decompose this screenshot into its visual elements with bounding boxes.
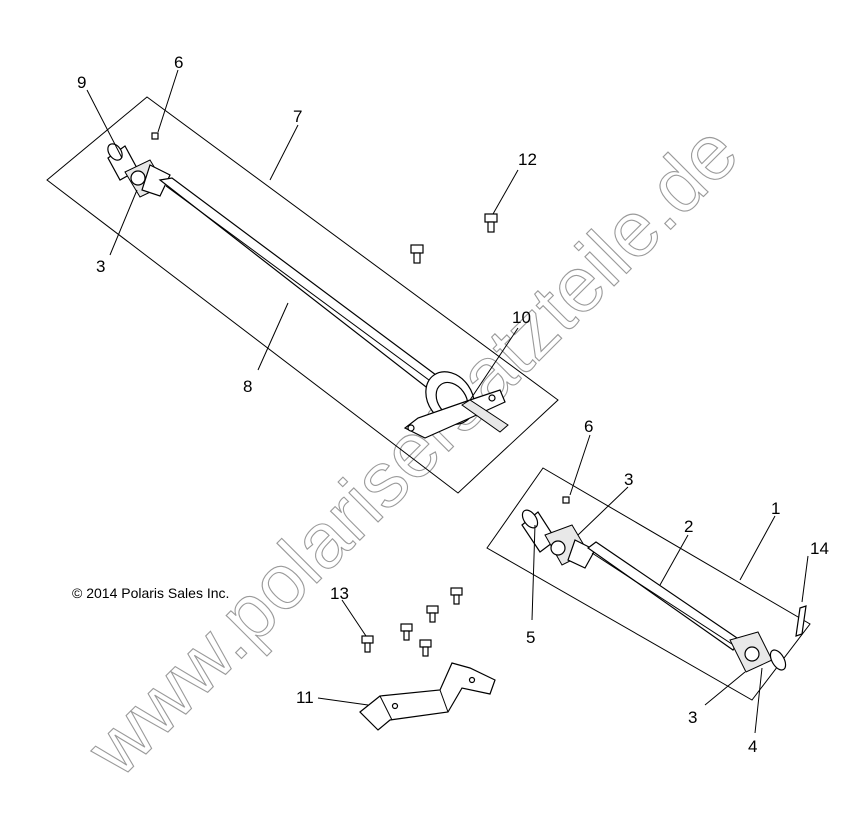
frame-lower xyxy=(486,467,811,701)
callout-3-upper: 3 xyxy=(96,257,105,276)
leader-lines xyxy=(86,69,809,734)
callout-2: 2 xyxy=(684,517,693,536)
lower-prop-shaft xyxy=(521,509,787,673)
callout-4: 4 xyxy=(748,737,757,756)
callout-1: 1 xyxy=(771,499,780,518)
callout-13: 13 xyxy=(330,584,349,603)
copyright-text: © 2014 Polaris Sales Inc. xyxy=(72,585,229,601)
hardware xyxy=(151,132,807,731)
callout-3-mid: 3 xyxy=(624,470,633,489)
callout-14: 14 xyxy=(810,539,829,558)
callout-10: 10 xyxy=(512,308,531,327)
callout-7: 7 xyxy=(293,107,302,126)
frame-upper xyxy=(46,96,559,494)
callout-6-upper: 6 xyxy=(174,53,183,72)
callout-9: 9 xyxy=(77,73,86,92)
upper-prop-shaft xyxy=(107,143,509,439)
callout-11: 11 xyxy=(296,688,314,707)
callout-8: 8 xyxy=(243,377,252,396)
callout-5: 5 xyxy=(526,628,535,647)
callout-6-lower: 6 xyxy=(584,417,593,436)
callout-3-lower: 3 xyxy=(688,708,697,727)
callout-12: 12 xyxy=(518,150,537,169)
watermark: www.polarisersatzteile.de xyxy=(69,107,754,792)
